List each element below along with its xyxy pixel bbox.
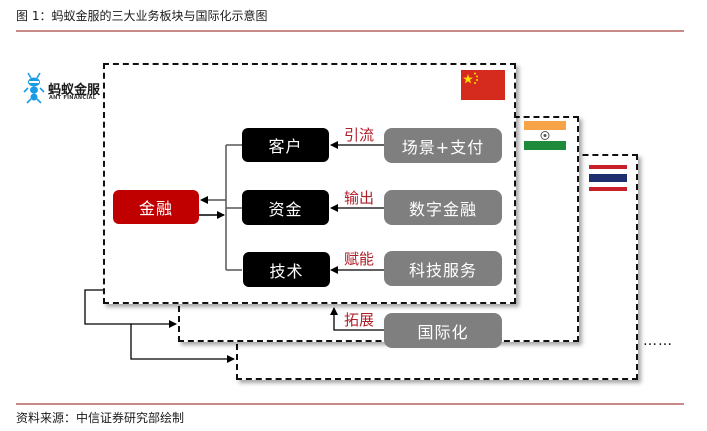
scene-payment-node: 场景+支付 xyxy=(384,128,502,163)
connector-to-thailand xyxy=(130,324,235,363)
relation-label-output: 输出 xyxy=(344,189,375,207)
relation-label-expand: 拓展 xyxy=(344,311,375,329)
ant-icon xyxy=(23,72,45,104)
capital-label: 资金 xyxy=(268,199,303,219)
continuation-ellipsis: …… xyxy=(643,333,673,349)
figure-title: 图 1：蚂蚁金服的三大业务板块与国际化示意图 xyxy=(16,9,268,23)
digital-finance-node: 数字金融 xyxy=(384,190,502,225)
scene-payment-label: 场景+支付 xyxy=(401,137,485,157)
figure-source: 资料来源：中信证券研究部绘制 xyxy=(16,411,185,425)
customer-label: 客户 xyxy=(268,137,303,156)
finance-node: 金融 xyxy=(113,190,199,224)
header-rule xyxy=(16,30,684,32)
connector-to-india xyxy=(84,289,177,328)
technology-node: 技术 xyxy=(243,252,330,287)
relation-label-traffic: 引流 xyxy=(344,126,375,144)
customer-node: 客户 xyxy=(242,128,329,162)
ant-financial-logo: 蚂蚁金服 ANT FINANCIAL xyxy=(22,72,102,106)
relation-label-empower: 赋能 xyxy=(344,250,375,268)
footer-rule xyxy=(16,403,684,405)
tech-service-label: 科技服务 xyxy=(408,260,477,280)
internationalization-label: 国际化 xyxy=(417,322,469,342)
digital-finance-label: 数字金融 xyxy=(408,199,477,219)
logo-name: 蚂蚁金服 xyxy=(48,83,101,98)
tech-service-node: 科技服务 xyxy=(384,251,502,286)
logo-subtitle: ANT FINANCIAL xyxy=(49,95,97,101)
capital-node: 资金 xyxy=(242,190,329,225)
internationalization-node: 国际化 xyxy=(384,313,502,348)
finance-label: 金融 xyxy=(138,199,173,218)
china-flag-icon xyxy=(461,70,505,100)
india-flag-icon xyxy=(524,121,566,150)
arrow-expansion xyxy=(330,307,384,331)
thailand-flag-icon xyxy=(589,165,627,191)
technology-label: 技术 xyxy=(269,261,304,281)
